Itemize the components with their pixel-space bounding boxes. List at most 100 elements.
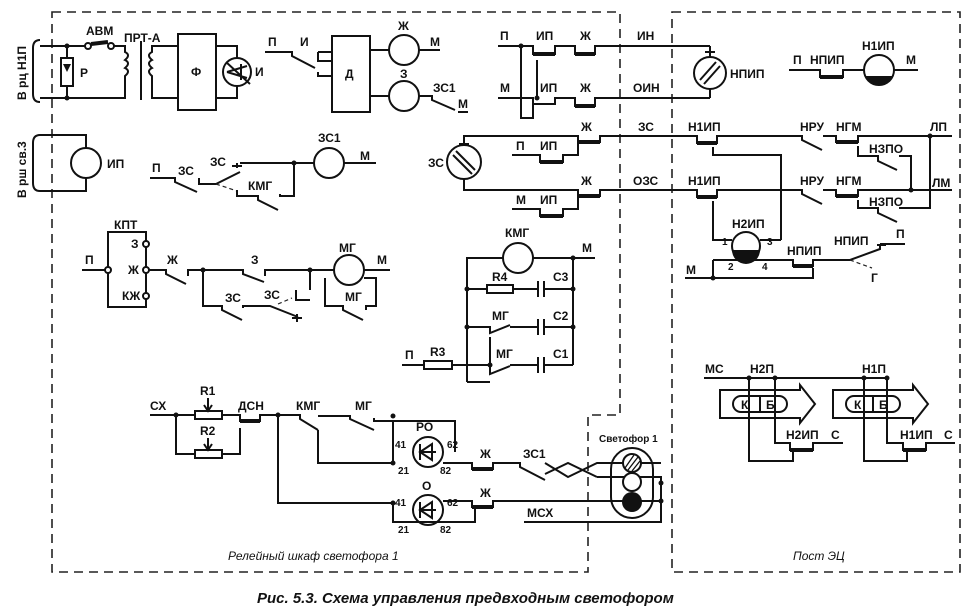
kpt-z-label: З [131, 237, 139, 251]
relay-npip-label: НПИП [730, 67, 765, 81]
relay-zh-label: Ж [397, 19, 409, 33]
mg-zh-label: Ж [166, 253, 178, 267]
zs-relay-label: ЗС [428, 156, 444, 170]
post-npip-label: НПИП [810, 53, 845, 67]
repeater-ip2-label: ИП [540, 81, 557, 95]
post-repeater: П НПИП Н1ИП М [789, 39, 918, 86]
post-g-label: Г [871, 271, 878, 285]
wire-zs-label: ЗС [638, 120, 654, 134]
transformer-label: ПРТ-А [124, 31, 161, 45]
b1-label: Б [766, 398, 775, 412]
post-nzpo1-label: НЗПО [869, 142, 903, 156]
repeater-minus-label: М [500, 81, 510, 95]
kpt-kzh-label: КЖ [122, 289, 140, 303]
signal-head: Светофор 1 [599, 433, 658, 519]
relay-npip-coil [693, 56, 727, 90]
kmg-mg1-label: МГ [492, 309, 509, 323]
lamp-circuit: СХ R1 R2 ДСН КМГ МГ РО 41 62 21 82 Ж ЗС1… [150, 384, 664, 536]
line-lp-label: ЛП [930, 120, 947, 134]
relay-i-label: И [255, 65, 264, 79]
mg-plus-label: П [85, 253, 94, 267]
post-plus-label: П [793, 53, 802, 67]
o-pin-21: 21 [398, 525, 410, 536]
kmg-minus-label: М [582, 241, 592, 255]
b2-label: Б [879, 398, 888, 412]
post-minus-label: М [906, 53, 916, 67]
n2ip-pin-3: 3 [767, 237, 773, 248]
zs-zh2-label: Ж [580, 174, 592, 188]
track-circuit-label: В рц Н1П [15, 46, 29, 100]
post-zs-circuit: Н1ИП Н1ИП НРУ НРУ НГМ НГМ НЗПО НЗПО ЛП Л… [685, 120, 952, 285]
power-input: Р АВМ ПРТ-А Ф И [40, 24, 264, 111]
r3-label: R3 [430, 345, 446, 359]
kmg-relay-label: КМГ [505, 226, 529, 240]
figure-caption: Рис. 5.3. Схема управления предвходным с… [257, 590, 674, 607]
relay-cabinet-boundary [51, 11, 621, 573]
zs-ip1-label: ИП [540, 139, 557, 153]
zs-plus-label: П [516, 139, 525, 153]
zs-zh1-label: Ж [580, 120, 592, 134]
relay-z-coil [388, 80, 420, 112]
wire-oin-label: ОИН [633, 81, 660, 95]
ro-pin-82: 82 [440, 466, 452, 477]
zs1-relay-label: ЗС1 [318, 131, 341, 145]
n2ip-pin-2: 2 [728, 262, 734, 273]
zs1-kmg-label: КМГ [248, 179, 272, 193]
mg-contact-label: МГ [345, 290, 362, 304]
cable-n1ip-label: Н1ИП [900, 428, 933, 442]
zs-minus-label: М [516, 193, 526, 207]
kmg-circuit: КМГ М R4 С3 МГ С2 МГ С1 П R3 [402, 226, 595, 383]
decoder-circuit: П И Д Ж М З ЗС1 М [265, 19, 468, 113]
zs-ip2-label: ИП [540, 193, 557, 207]
zs1-minus-label: М [360, 149, 370, 163]
r2-label: R2 [200, 424, 216, 438]
mg-minus-label: М [377, 253, 387, 267]
post-n1ip-label: Н1ИП [862, 39, 895, 53]
mc-label: МС [705, 362, 724, 376]
c1-wire-label: С [831, 428, 840, 442]
zone-boundaries [51, 11, 961, 573]
cabinet-label: Релейный шкаф светофора 1 [228, 549, 399, 563]
zs-circuit: ЗС П ИП М ИП Ж Ж ЗС ОЗС [428, 120, 690, 218]
lamp-red [622, 492, 642, 512]
cable3-relay: ИП [40, 134, 124, 192]
ro-pin-41: 41 [395, 440, 407, 451]
o-pin-82: 82 [440, 525, 452, 536]
cable-arrow-2 [832, 382, 930, 426]
resistor-r4 [486, 284, 514, 294]
mg-circuit: КПТ П З Ж КЖ Ж З ЗС ЗС МГ МГ М [82, 218, 390, 322]
decoder-contact-label: И [300, 35, 309, 49]
lamp-kmg-label: КМГ [296, 399, 320, 413]
mg-zs2-label: ЗС [264, 288, 280, 302]
signal-title: Светофор 1 [599, 433, 658, 445]
relay-ip-label: ИП [107, 157, 124, 171]
repeater-ip1-label: ИП [536, 29, 553, 43]
signal-body [610, 447, 654, 519]
k1-label: К [741, 398, 749, 412]
relay-n2ip-label: Н2ИП [732, 217, 765, 231]
lamp-zs1-label: ЗС1 [523, 447, 546, 461]
post-npip2-label: НПИП [834, 234, 869, 248]
ro-label: РО [416, 420, 433, 434]
kmg-mg2-label: МГ [496, 347, 513, 361]
breaker-label: АВМ [86, 24, 113, 38]
post-plus2-label: П [896, 227, 905, 241]
relay-zh-coil [388, 34, 420, 66]
c1-label: С1 [553, 347, 569, 361]
filter-label: Ф [191, 65, 201, 79]
post-nru1-label: НРУ [800, 120, 825, 134]
ro-pin-21: 21 [398, 466, 410, 477]
breaker-contact [90, 40, 109, 46]
mg-z-label: З [251, 253, 259, 267]
zs1-plus-label: П [152, 161, 161, 175]
decoder-block-label: Д [345, 67, 354, 81]
post-n1ip1-label: Н1ИП [688, 120, 721, 134]
relay-z-label: З [400, 67, 408, 81]
relay-kmg-coil [502, 242, 534, 274]
line-lm-label: ЛМ [932, 176, 950, 190]
r4-label: R4 [492, 270, 508, 284]
ro-pin-62: 62 [447, 440, 459, 451]
decoder-supply-label: П [268, 35, 277, 49]
mg-zs1-label: ЗС [225, 291, 241, 305]
post-label: Пост ЭЦ [793, 549, 845, 563]
